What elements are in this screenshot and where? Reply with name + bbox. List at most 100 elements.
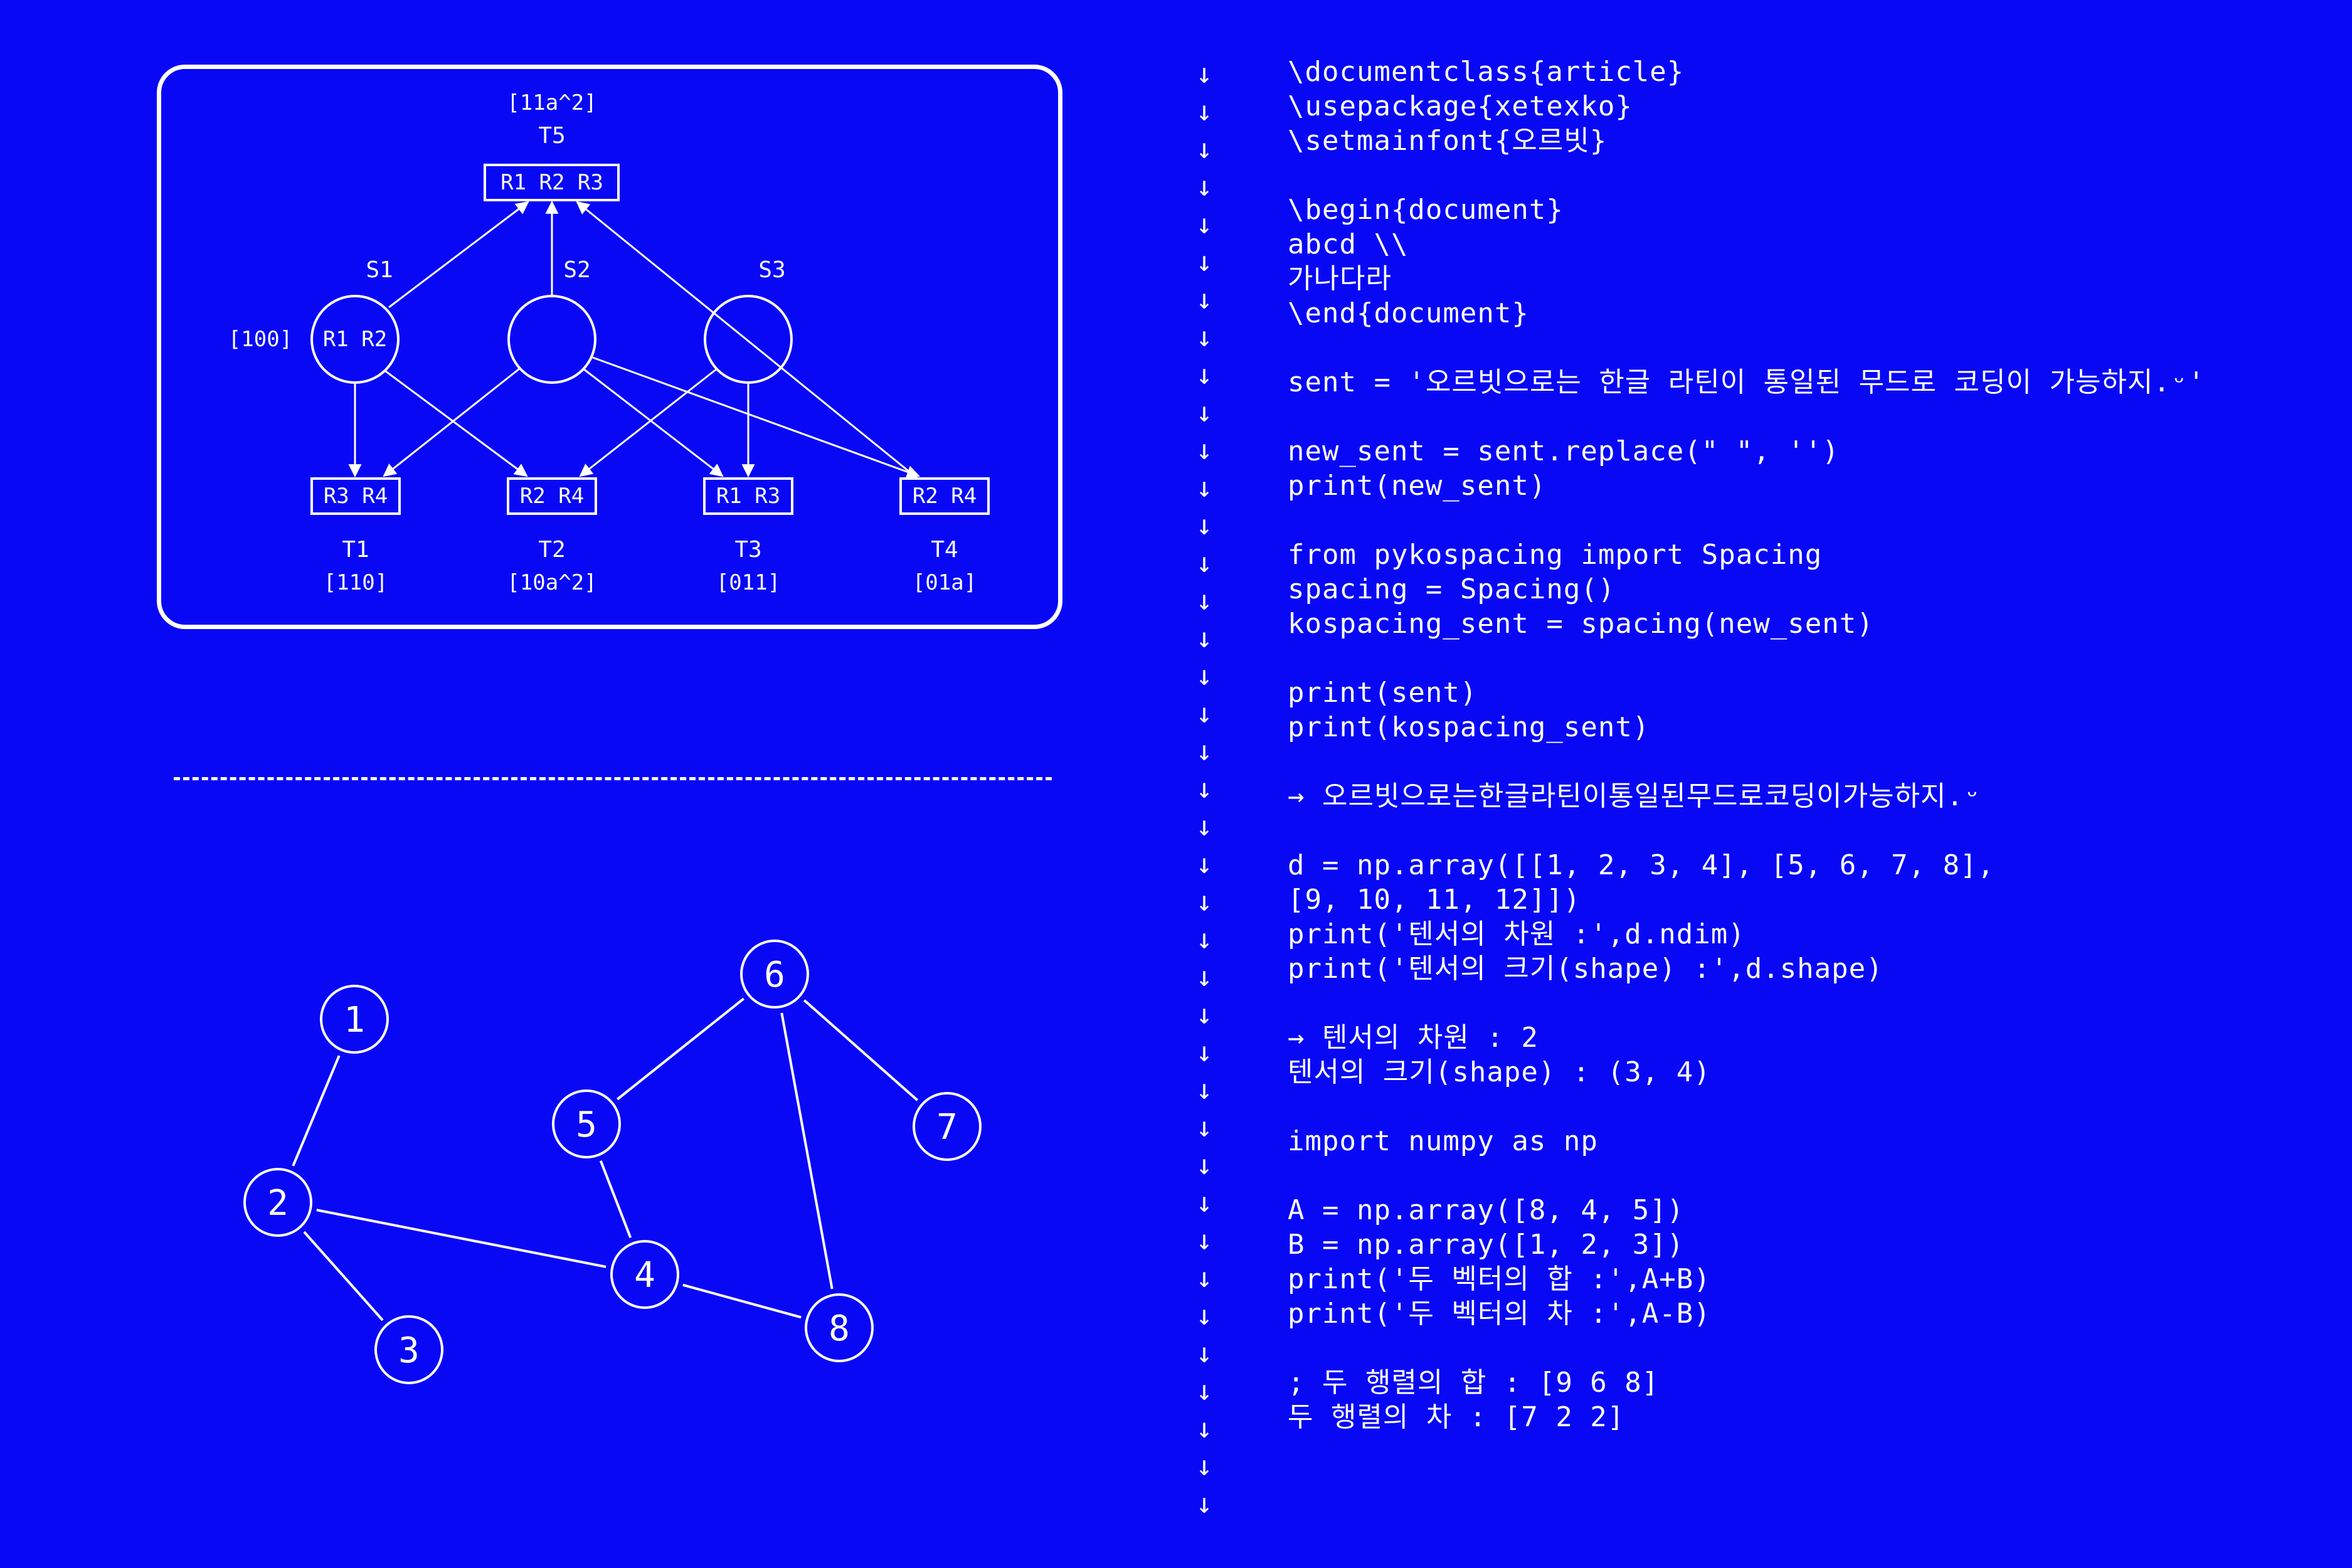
graph-node-5: [552, 1089, 621, 1158]
down-arrow-icon: ↓: [1195, 1187, 1213, 1219]
t2-name: T2: [538, 537, 565, 563]
t3-index-label: [011]: [716, 570, 780, 595]
down-arrow-icon: ↓: [1195, 509, 1213, 541]
down-arrow-icon: ↓: [1195, 1300, 1213, 1332]
down-arrow-icon: ↓: [1195, 246, 1213, 278]
t4-box: [899, 477, 990, 515]
down-arrow-icon: ↓: [1195, 697, 1213, 729]
down-arrow-icon: ↓: [1195, 1337, 1213, 1369]
code-line: print(sent): [1288, 677, 1478, 709]
down-arrow-icon: ↓: [1195, 1262, 1213, 1294]
t1-box: [310, 477, 401, 515]
code-line: → 텐서의 차원 : 2: [1288, 1022, 1539, 1054]
code-line: [1288, 641, 2329, 675]
graph-node-label: 5: [576, 1104, 597, 1145]
edge-s2-t4: [592, 356, 920, 479]
code-line: sent = '오르빗으로는 한글 라틴이 통일된 무드로 코딩이 가능하지.ᵕ…: [1288, 366, 2205, 398]
down-arrow-icon: ↓: [1195, 547, 1213, 579]
code-line: \documentclass{article}: [1288, 56, 1685, 88]
t1-content: R3 R4: [324, 484, 388, 509]
code-line: [1288, 744, 2329, 779]
down-arrow-icon: ↓: [1195, 472, 1213, 504]
down-arrow-icon: ↓: [1195, 585, 1213, 617]
t2-content: R2 R4: [520, 484, 584, 509]
edge-2-4: [316, 1209, 607, 1268]
code-line: from pykospacing import Spacing: [1288, 539, 1823, 571]
t3-name: T3: [734, 537, 761, 563]
code-line: [1288, 1089, 2329, 1124]
down-arrow-icon: ↓: [1195, 95, 1213, 127]
code-line: import numpy as np: [1288, 1125, 1598, 1157]
graph-node-label: 1: [344, 1000, 365, 1041]
code-listing: \documentclass{article}\usepackage{xetex…: [1288, 55, 2329, 1434]
s1-name: S1: [366, 257, 393, 283]
code-line: print('두 벡터의 합 :',A+B): [1288, 1263, 1711, 1295]
down-arrow-icon: ↓: [1195, 283, 1213, 315]
edge-5-6: [617, 997, 744, 1101]
graph-node-3: [374, 1315, 443, 1384]
graph-node-label: 4: [634, 1255, 655, 1296]
arrow-column: ↓↓↓↓↓↓↓↓↓↓↓↓↓↓↓↓↓↓↓↓↓↓↓↓↓↓↓↓↓↓↓↓↓↓↓↓↓↓↓: [1189, 55, 1220, 1523]
t1-name: T1: [342, 537, 369, 563]
edge-1-2: [292, 1055, 341, 1167]
code-line: [1288, 400, 2329, 434]
code-line: spacing = Spacing(): [1288, 573, 1616, 605]
down-arrow-icon: ↓: [1195, 999, 1213, 1030]
down-arrow-icon: ↓: [1195, 396, 1213, 428]
graph-node-4: [610, 1240, 679, 1309]
edge-t4-t5: [576, 201, 918, 479]
down-arrow-icon: ↓: [1195, 359, 1213, 391]
edge-4-8: [682, 1283, 802, 1319]
t4-content: R2 R4: [913, 484, 977, 509]
down-arrow-icon: ↓: [1195, 1111, 1213, 1143]
code-line: [1288, 158, 2329, 193]
t4-name: T4: [931, 537, 958, 563]
t2-index-label: [10a^2]: [507, 570, 596, 595]
code-line: abcd \\: [1288, 228, 1409, 260]
code-line: 텐서의 크기(shape) : (3, 4): [1288, 1056, 1711, 1088]
code-line: [1288, 986, 2329, 1020]
down-arrow-icon: ↓: [1195, 773, 1213, 805]
down-arrow-icon: ↓: [1195, 1412, 1213, 1444]
t3-box: [703, 477, 793, 515]
t5-index-label: [11a^2]: [507, 90, 596, 115]
down-arrow-icon: ↓: [1195, 434, 1213, 466]
graph-node-6: [740, 940, 809, 1009]
s2-name: S2: [563, 257, 590, 283]
graph-node-2: [243, 1168, 312, 1237]
down-arrow-icon: ↓: [1195, 208, 1213, 240]
code-line: A = np.array([8, 4, 5]): [1288, 1194, 1685, 1226]
code-line: ; 두 행렬의 합 : [9 6 8]: [1288, 1367, 1660, 1399]
code-line: \setmainfont{오르빗}: [1288, 125, 1608, 157]
down-arrow-icon: ↓: [1195, 810, 1213, 842]
down-arrow-icon: ↓: [1195, 886, 1213, 918]
s3-node: [704, 295, 793, 384]
graph-node-label: 7: [936, 1107, 958, 1148]
t4-index-label: [01a]: [913, 570, 977, 595]
code-line: print(kospacing_sent): [1288, 711, 1650, 743]
edge-s1-t2: [385, 370, 528, 477]
edge-s2-t3: [583, 368, 724, 477]
down-arrow-icon: ↓: [1195, 1074, 1213, 1106]
t1-index-label: [110]: [324, 570, 388, 595]
code-line: [1288, 503, 2329, 538]
s1-node: [310, 295, 400, 384]
down-arrow-icon: ↓: [1195, 735, 1213, 767]
s1-side-label: [100]: [228, 327, 292, 352]
code-line: print('텐서의 차원 :',d.ndim): [1288, 918, 1745, 950]
down-arrow-icon: ↓: [1195, 660, 1213, 692]
code-line: [1288, 1158, 2329, 1193]
graph-node-label: 3: [398, 1330, 420, 1371]
edge-s2-t1: [383, 368, 520, 477]
code-line: print('텐서의 크기(shape) :',d.shape): [1288, 953, 1883, 985]
code-line: print(new_sent): [1288, 470, 1547, 502]
code-line: d = np.array([[1, 2, 3, 4], [5, 6, 7, 8]…: [1288, 849, 1995, 881]
s1-content: R1 R2: [323, 327, 387, 352]
graph-node-label: 8: [829, 1308, 850, 1349]
down-arrow-icon: ↓: [1195, 58, 1213, 90]
edge-6-8: [780, 1012, 834, 1290]
t5-name: T5: [538, 123, 565, 149]
code-line: 가나다라: [1288, 263, 1392, 295]
graph-node-1: [320, 985, 389, 1054]
s2-node: [507, 295, 596, 384]
